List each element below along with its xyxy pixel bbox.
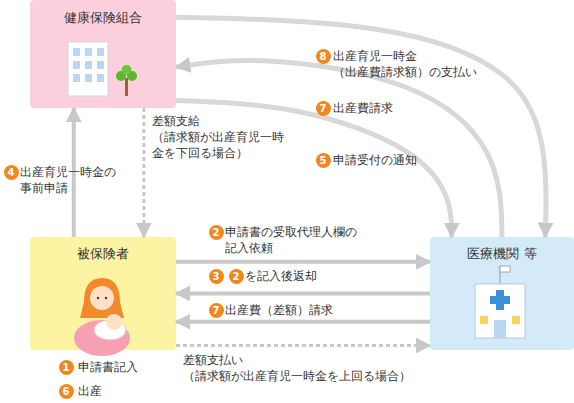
flow-arrow [72,108,76,237]
edge-label: 出産費（差額）請求 [225,302,375,318]
step-note: 申請書記入 [78,359,138,375]
flow-arrow [176,260,430,264]
callout-number: 7 [316,101,331,116]
organization-box: 健康保険組合 [30,0,176,108]
node-title: 医療機関 等 [430,245,574,262]
callout-number: 1 [59,360,74,375]
edge-label: を記入後返却 [245,268,395,284]
edge-label: 出産費請求 [333,100,453,116]
callout-number: 3 [209,269,224,284]
step-note: 出産 [78,383,102,399]
person-box: 被保険者 [30,237,176,350]
flow-arrow [176,61,502,237]
facility-box: 医療機関 等 [430,237,574,350]
callout-number: 5 [316,153,331,168]
edge-label: 差額支払い （請求額が出産育児一時金を上回る場合） [183,352,433,384]
edge-label: 差額支給 （請求額が出産育児一時金を下回る場合） [152,113,287,161]
flow-arrow [176,320,430,324]
callout-number: 8 [316,49,331,64]
node-title: 被保険者 [30,245,176,262]
edge-label: 出産育児一時金の 事前申請 [20,164,130,196]
callout-number: 4 [4,165,19,180]
callout-number: 7 [209,303,224,318]
callout-number: 2 [229,269,244,284]
flow-arrow [142,108,145,237]
flow-arrow [176,100,452,237]
flow-arrow [176,17,546,237]
edge-label: 申請書の受取代理人欄の 記入依頼 [225,224,375,256]
flow-arrow [176,292,430,296]
callout-number: 6 [59,384,74,399]
node-title: 健康保険組合 [30,9,176,26]
callout-number: 2 [209,225,224,240]
flow-arrow [176,344,430,347]
edge-label: 出産育児一時金 （出産費請求額）の支払い [333,48,503,80]
edge-label: 申請受付の通知 [333,152,453,168]
